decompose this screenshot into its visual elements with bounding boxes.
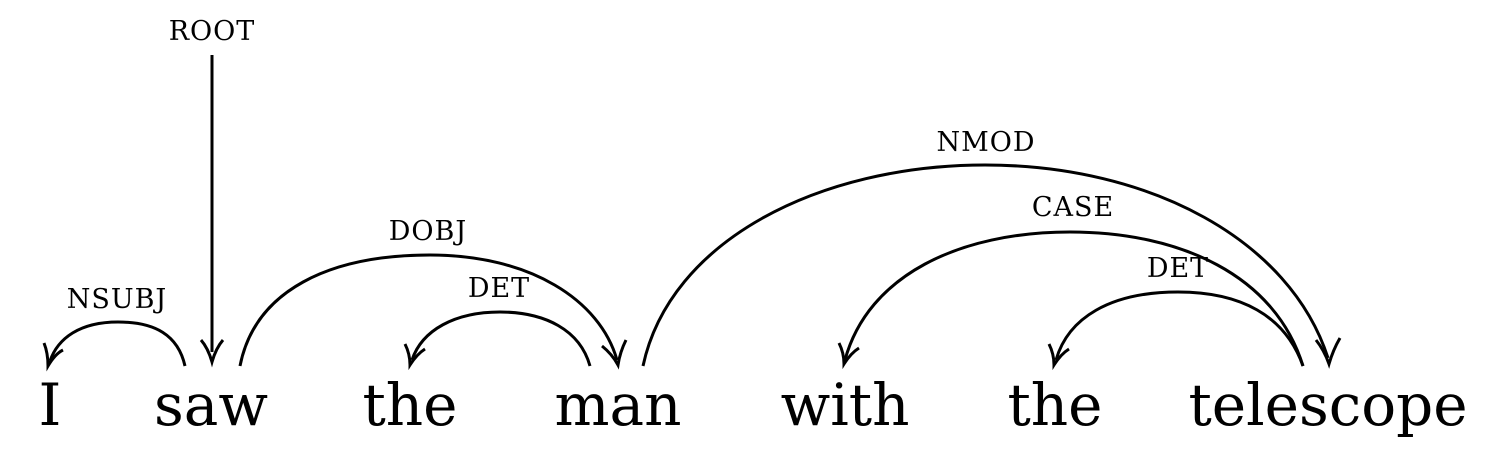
arc-label-det-2: DET: [1147, 253, 1209, 284]
root-label: ROOT: [169, 16, 256, 47]
token-telescope: telescope: [1188, 371, 1467, 439]
token-the-1: the: [363, 371, 458, 439]
arc-dobj: DOBJ: [238, 216, 628, 370]
token-saw: saw: [154, 371, 268, 439]
root-arrowhead: [199, 339, 225, 368]
arc-dobj-curve: [238, 253, 619, 367]
arc-nsubj-curve: [48, 320, 187, 367]
arc-label-dobj: DOBJ: [389, 216, 467, 247]
arc-nsubj-arrowhead: [42, 342, 64, 372]
arc-case-arrowhead: [837, 342, 860, 370]
arc-det-2-curve: [1054, 290, 1305, 367]
root-arrow: ROOT: [169, 16, 256, 368]
arc-nmod: NMOD: [641, 127, 1342, 369]
sentence: I saw the man with the telescope: [39, 371, 1468, 439]
arc-label-nmod: NMOD: [936, 127, 1035, 158]
token-the-2: the: [1008, 371, 1103, 439]
arc-case-curve: [843, 230, 1305, 367]
token-with: with: [781, 371, 910, 439]
arc-nmod-arrowhead: [1314, 337, 1342, 369]
arc-nsubj: NSUBJ: [42, 284, 187, 372]
arc-nmod-curve: [641, 163, 1330, 367]
arc-det-1-curve: [410, 310, 592, 367]
arc-det-1-arrowhead: [403, 343, 426, 371]
arc-label-nsubj: NSUBJ: [67, 284, 168, 315]
token-man: man: [555, 371, 682, 439]
arc-det-2: DET: [1047, 253, 1305, 371]
arc-case: CASE: [837, 192, 1305, 370]
token-i: I: [39, 371, 62, 439]
arc-det-1: DET: [403, 273, 592, 371]
arc-det-2-arrowhead: [1047, 343, 1070, 371]
arc-label-case: CASE: [1032, 192, 1114, 223]
arc-label-det-1: DET: [468, 273, 530, 304]
arc-dobj-arrowhead: [601, 339, 628, 370]
